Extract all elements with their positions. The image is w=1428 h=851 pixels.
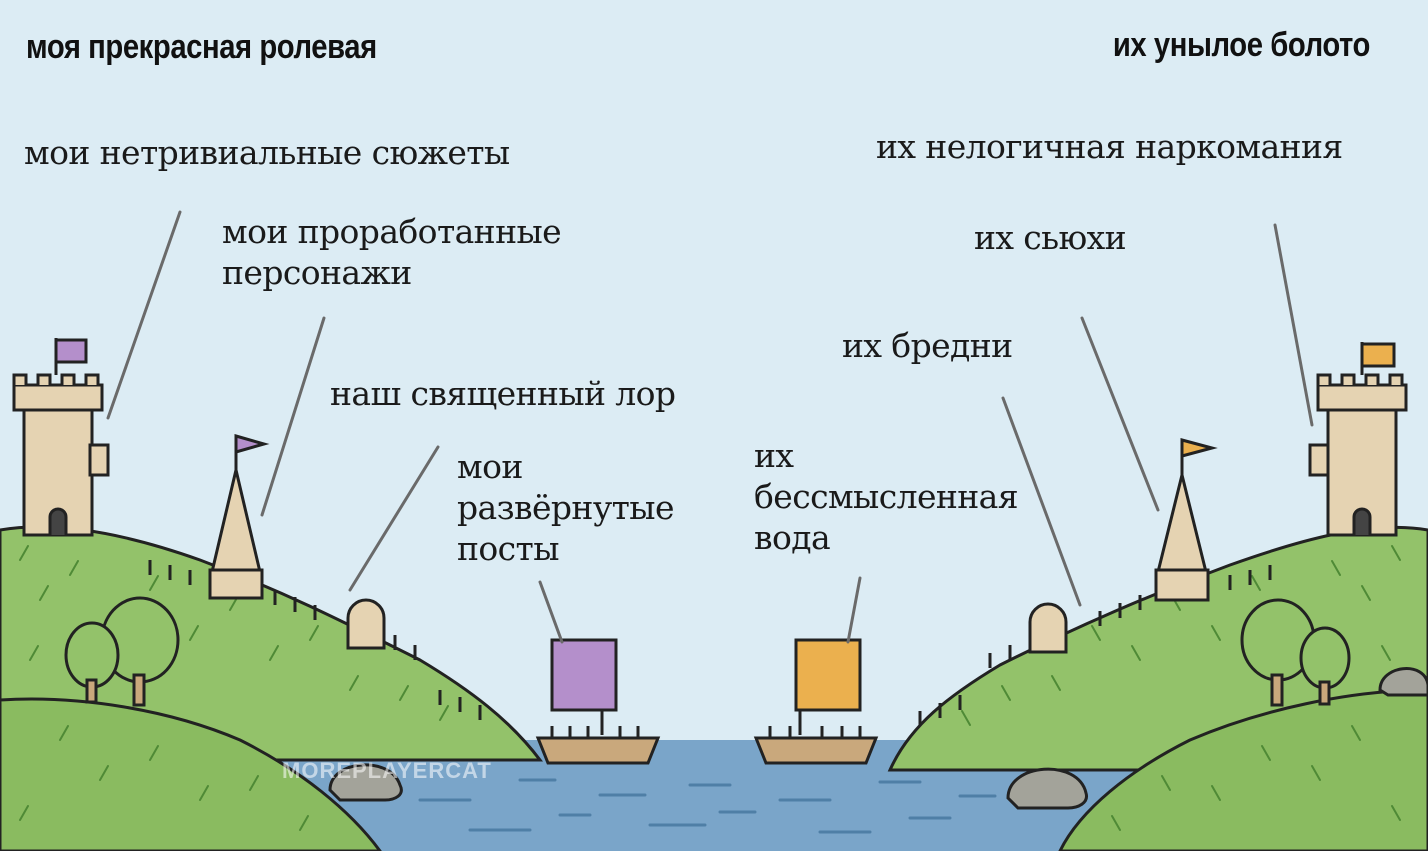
left-front-hill xyxy=(0,697,382,851)
label-water-line-2: бессмысленная xyxy=(754,477,1019,516)
label-water-line-3: вода xyxy=(754,518,831,557)
left-hut xyxy=(346,598,386,650)
label-posts-line-2: развёрнутые xyxy=(457,488,675,527)
grass-hatching xyxy=(19,545,1401,831)
label-characters: мои проработанные персонажи xyxy=(222,211,562,293)
label-nonsense: их нелогичная наркомания xyxy=(876,127,1343,166)
right-pointed-tower xyxy=(1154,438,1218,602)
label-water-line-1: их xyxy=(754,436,794,475)
left-tall-tower xyxy=(12,338,110,537)
left-pointed-tower xyxy=(208,434,270,600)
right-trees xyxy=(1006,598,1428,810)
label-lore: наш священный лор xyxy=(330,374,676,413)
label-posts-line-1: мои xyxy=(457,447,523,486)
right-tall-tower xyxy=(1308,342,1408,537)
label-characters-line-2: персонажи xyxy=(222,253,412,292)
right-title: их унылое болото xyxy=(1112,26,1371,64)
label-water: их бессмысленная вода xyxy=(754,435,1019,558)
label-posts: мои развёрнутые посты xyxy=(457,446,675,569)
label-posts-line-3: посты xyxy=(457,529,559,568)
left-ship xyxy=(535,638,661,765)
right-hut xyxy=(1028,602,1068,654)
label-mary-sues: их сьюхи xyxy=(974,218,1127,257)
label-characters-line-1: мои проработанные xyxy=(222,212,562,251)
watermark: MOREPLAYERCAT xyxy=(282,758,492,783)
right-ship xyxy=(753,638,879,765)
pointer-lines xyxy=(106,210,1314,644)
label-ravings: их бредни xyxy=(842,326,1013,365)
right-front-hill xyxy=(1058,688,1428,851)
left-title: моя прекрасная ролевая xyxy=(26,28,377,66)
fences xyxy=(148,560,1272,726)
left-trees xyxy=(64,596,403,802)
label-plots: мои нетривиальные сюжеты xyxy=(24,133,510,172)
